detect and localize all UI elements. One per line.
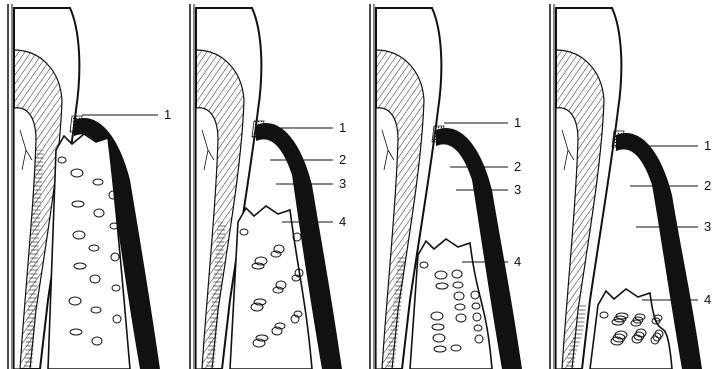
stage-panel: 1 2 3 4 [370, 4, 522, 369]
callout-number: 1 [704, 138, 711, 153]
callout-number: 1 [339, 120, 346, 135]
calculus [432, 126, 444, 142]
callout-number: 2 [704, 178, 711, 193]
stage-panel: 1 2 3 4 [550, 4, 711, 369]
calculus [70, 116, 82, 132]
callout-number: 3 [704, 219, 711, 234]
calculus [252, 121, 264, 137]
stage-panel: 1 2 3 4 [190, 4, 346, 369]
callout-number: 2 [339, 152, 346, 167]
callout-number: 3 [514, 182, 521, 197]
callout-number: 4 [704, 292, 711, 307]
alveolar-bone [230, 206, 312, 369]
callout-number: 1 [514, 115, 521, 130]
callout-number: 4 [514, 254, 521, 269]
callout-number: 3 [339, 176, 346, 191]
callout-number: 4 [339, 214, 346, 229]
callout-number: 1 [164, 107, 171, 122]
callout-number: 2 [514, 159, 521, 174]
alveolar-bone [590, 289, 672, 369]
stage-panel: 1 [8, 4, 171, 369]
calculus [612, 131, 624, 147]
